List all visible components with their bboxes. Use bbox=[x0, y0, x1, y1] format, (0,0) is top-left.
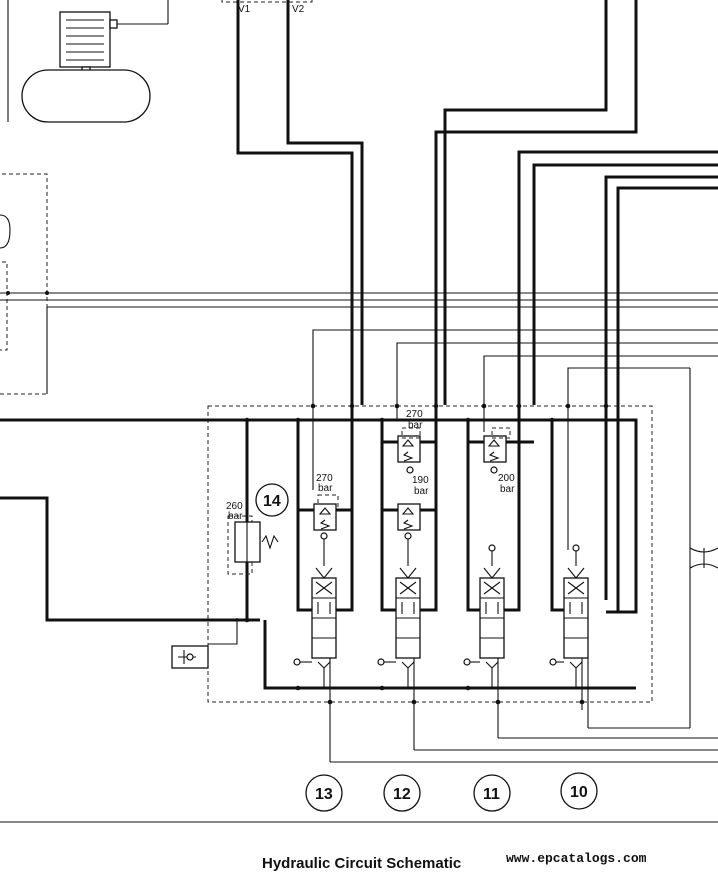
relief-11-setting: 200 bbox=[498, 473, 515, 484]
port-label-v2: V2 bbox=[292, 4, 305, 15]
relief-13-unit: bar bbox=[318, 483, 333, 494]
relief-12-upper-setting: 270 bbox=[406, 409, 423, 420]
callout-label-10: 10 bbox=[570, 784, 588, 801]
callout-11: 11 bbox=[473, 774, 511, 812]
valve-section-10 bbox=[549, 420, 620, 710]
tank-assembly bbox=[21, 0, 169, 123]
relief-valve-14: 260 bar bbox=[226, 501, 279, 575]
callout-12: 12 bbox=[383, 774, 421, 812]
callout-14: 14 bbox=[255, 483, 289, 517]
callout-label-13: 13 bbox=[315, 786, 333, 803]
valve-section-13: 270 bar bbox=[293, 405, 354, 762]
relief-14-unit: bar bbox=[228, 511, 243, 522]
relief-11-unit: bar bbox=[500, 484, 515, 495]
port-label-v1: V1 bbox=[238, 4, 251, 15]
callout-label-11: 11 bbox=[483, 786, 500, 803]
diagram-caption: Hydraulic Circuit Schematic bbox=[262, 855, 462, 872]
relief-12-upper-unit: bar bbox=[408, 420, 423, 431]
callout-label-14: 14 bbox=[263, 493, 281, 510]
relief-13-setting: 270 bbox=[316, 473, 333, 484]
callout-label-12: 12 bbox=[393, 786, 411, 803]
callout-10: 10 bbox=[560, 772, 598, 810]
valve-section-12: 270 bar 190 bar bbox=[377, 405, 438, 750]
relief-12-lower-unit: bar bbox=[414, 486, 429, 497]
valve-section-11: 200 bar bbox=[463, 405, 534, 738]
relief-14-setting: 260 bbox=[226, 501, 243, 512]
valve-bank-enclosure bbox=[207, 405, 653, 703]
callout-13: 13 bbox=[305, 774, 343, 812]
watermark-text: www.epcatalogs.com bbox=[506, 851, 647, 866]
relief-12-lower-setting: 190 bbox=[412, 475, 429, 486]
